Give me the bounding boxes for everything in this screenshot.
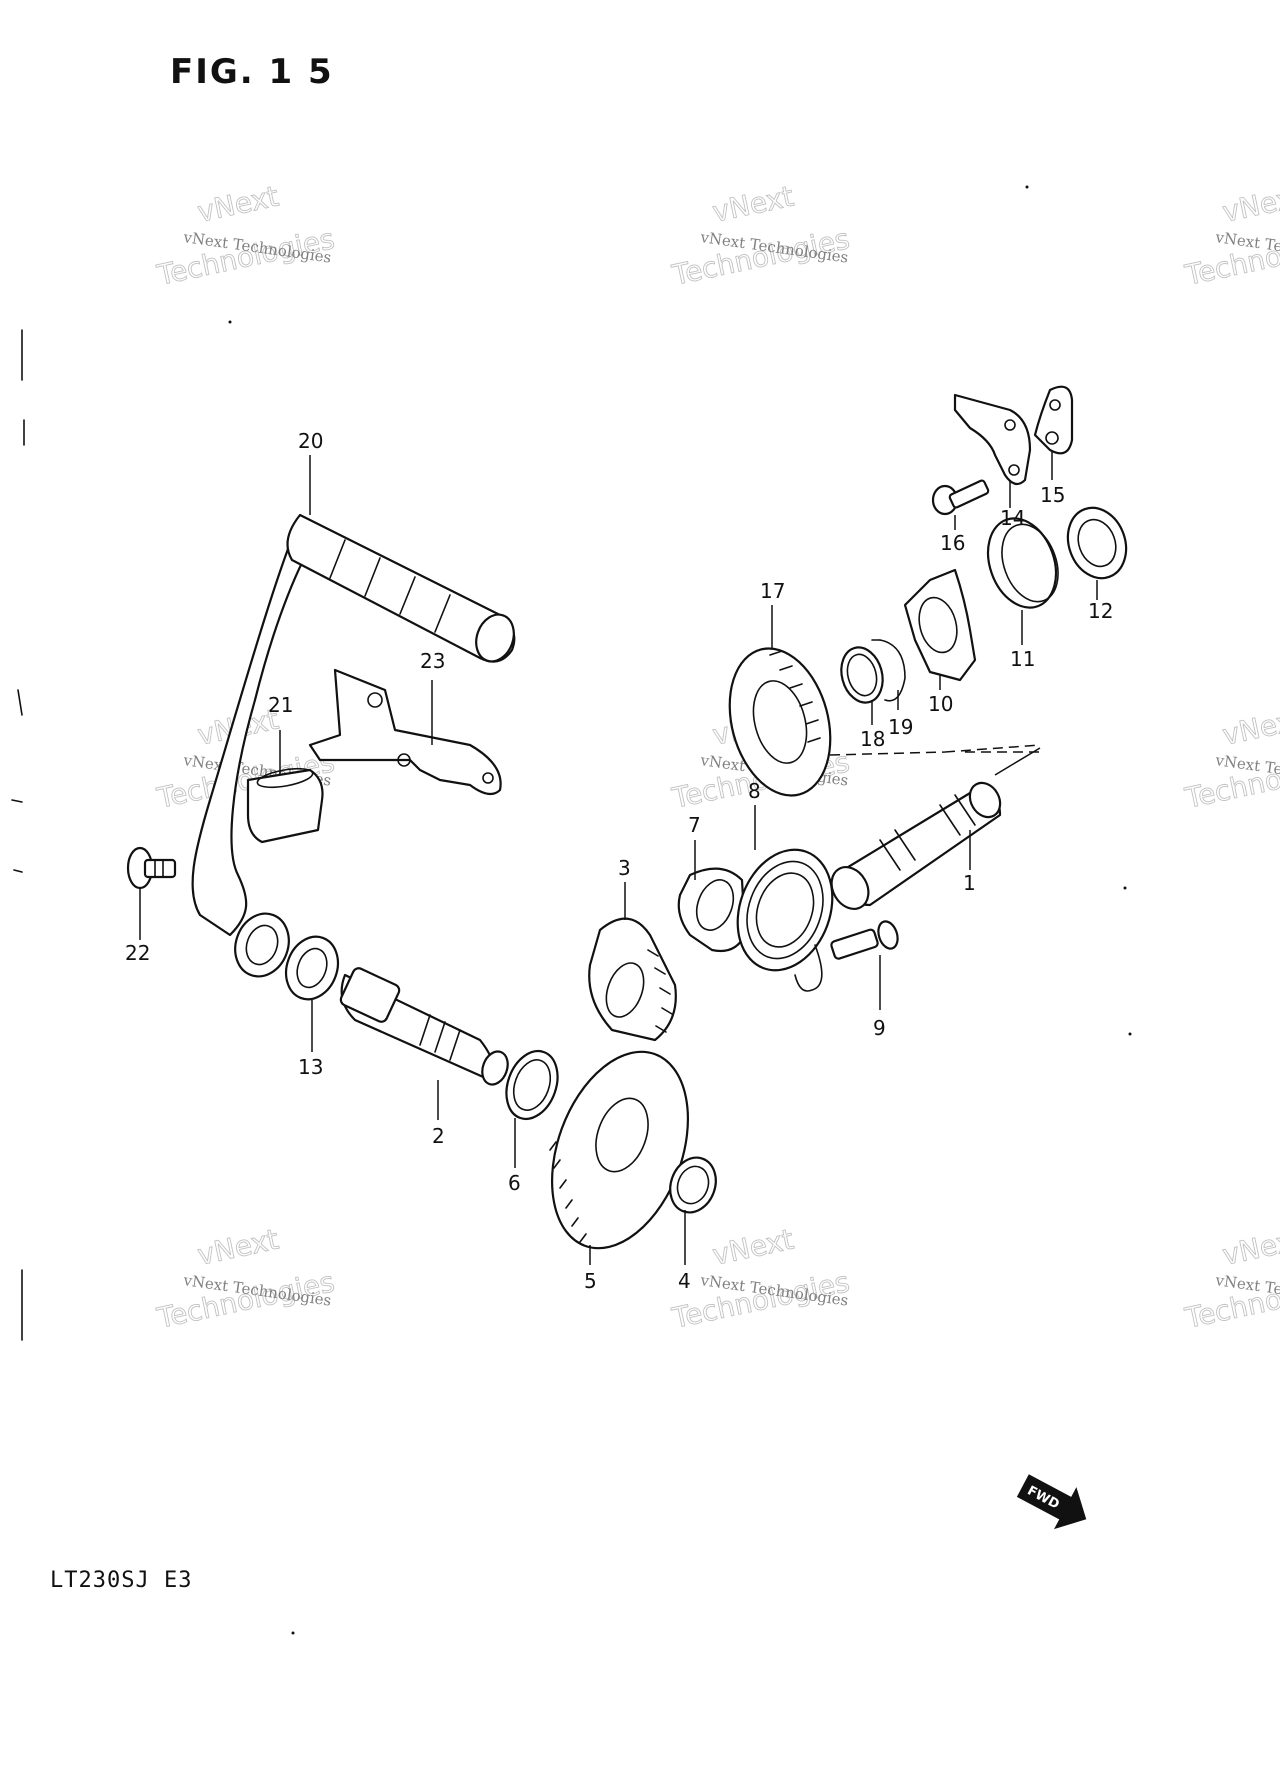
watermark-bottom-right: vNext Technologies vNext Technologies bbox=[1181, 1222, 1280, 1335]
callout-13: 13 bbox=[298, 1055, 323, 1079]
callout-7: 7 bbox=[688, 813, 701, 837]
scan-dots bbox=[228, 185, 1132, 1635]
bolt-16 bbox=[931, 479, 990, 516]
ratchet-10 bbox=[903, 568, 977, 682]
washer-4 bbox=[669, 1156, 717, 1214]
callout-14: 14 bbox=[1000, 506, 1025, 530]
kick-lever bbox=[191, 513, 516, 978]
starter-shaft-2 bbox=[339, 967, 509, 1086]
callout-16: 16 bbox=[940, 531, 965, 555]
callout-6: 6 bbox=[508, 1171, 521, 1195]
callout-21: 21 bbox=[268, 693, 293, 717]
watermark-bottom-left: vNext Technologies vNext Technologies bbox=[153, 1222, 338, 1335]
callout-11: 11 bbox=[1010, 647, 1035, 671]
guide-plate-14 bbox=[953, 393, 1032, 486]
svg-text:vNext: vNext bbox=[1220, 180, 1280, 229]
callout-2: 2 bbox=[432, 1124, 445, 1148]
part-callouts: 20 23 21 22 13 2 6 5 4 3 7 8 9 1 17 18 1… bbox=[125, 429, 1113, 1293]
figure-title: FIG. 1 5 bbox=[170, 52, 334, 92]
bolt-9 bbox=[830, 920, 899, 960]
callout-18: 18 bbox=[860, 727, 885, 751]
callout-1: 1 bbox=[963, 871, 976, 895]
callout-22: 22 bbox=[125, 941, 150, 965]
svg-text:vNext: vNext bbox=[195, 180, 282, 229]
callout-17: 17 bbox=[760, 579, 785, 603]
fwd-arrow: FWD bbox=[1016, 1474, 1087, 1530]
scan-edge-marks bbox=[11, 329, 25, 1341]
callout-3: 3 bbox=[618, 856, 631, 880]
spring-guide-7 bbox=[677, 867, 747, 953]
washer-6 bbox=[505, 1050, 559, 1120]
idle-gear-17 bbox=[728, 647, 832, 797]
washer-12 bbox=[1066, 506, 1128, 580]
callout-10: 10 bbox=[928, 692, 953, 716]
rubber-cap bbox=[246, 767, 324, 844]
callout-23: 23 bbox=[420, 649, 445, 673]
callout-15: 15 bbox=[1040, 483, 1065, 507]
callout-8: 8 bbox=[748, 779, 761, 803]
watermark-top-center: vNext Technologies vNext Technologies bbox=[668, 179, 853, 292]
model-label: LT230SJ E3 bbox=[50, 1568, 193, 1593]
spring-8 bbox=[736, 848, 834, 992]
svg-text:vNext: vNext bbox=[710, 1223, 797, 1272]
bracket-plate bbox=[308, 668, 502, 796]
guide-stopper-15 bbox=[1033, 385, 1074, 455]
seal-ring-13 bbox=[284, 935, 340, 1001]
circlip-19 bbox=[871, 639, 906, 702]
circlip-18 bbox=[840, 646, 884, 704]
leader-lines bbox=[139, 452, 1098, 1265]
callout-9: 9 bbox=[873, 1016, 886, 1040]
callout-5: 5 bbox=[584, 1269, 597, 1293]
watermark-mid-right: vNext Technologies vNext Technologies bbox=[1181, 702, 1280, 815]
callout-19: 19 bbox=[888, 715, 913, 739]
spring-holder-11 bbox=[986, 517, 1059, 609]
watermark-top-left: vNext Technologies vNext Technologies bbox=[153, 179, 338, 292]
svg-text:vNext: vNext bbox=[1220, 1223, 1280, 1272]
callout-20: 20 bbox=[298, 429, 323, 453]
bevel-gear-3 bbox=[588, 917, 677, 1042]
callout-4: 4 bbox=[678, 1269, 691, 1293]
callout-12: 12 bbox=[1088, 599, 1113, 623]
watermark-top-right: vNext Technologies vNext Technologies bbox=[1181, 179, 1280, 292]
watermark-bottom-center: vNext Technologies vNext Technologies bbox=[668, 1222, 853, 1335]
svg-text:vNext: vNext bbox=[1220, 703, 1280, 752]
bolt-22 bbox=[126, 846, 177, 890]
idle-shaft-1 bbox=[830, 781, 1002, 910]
svg-text:vNext: vNext bbox=[195, 1223, 282, 1272]
svg-text:vNext: vNext bbox=[710, 180, 797, 229]
